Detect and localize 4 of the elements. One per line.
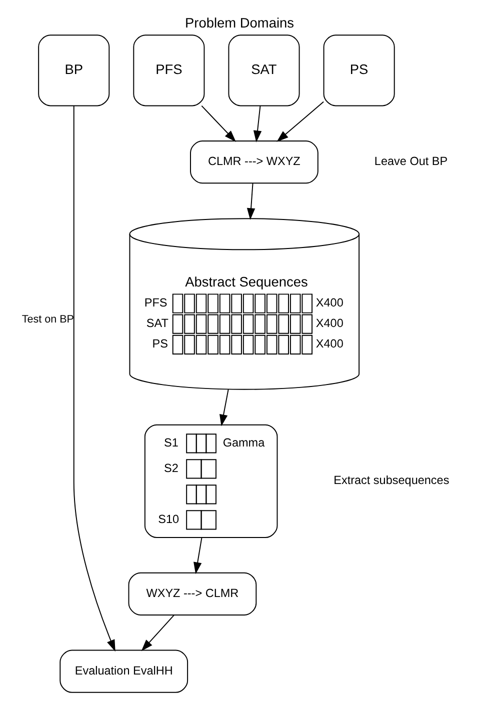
diagram-title: Problem Domains <box>184 15 294 30</box>
label: Extract subsequences <box>334 474 450 488</box>
edge-label: Test on BP <box>22 313 74 326</box>
label: Leave Out BP <box>374 155 448 168</box>
